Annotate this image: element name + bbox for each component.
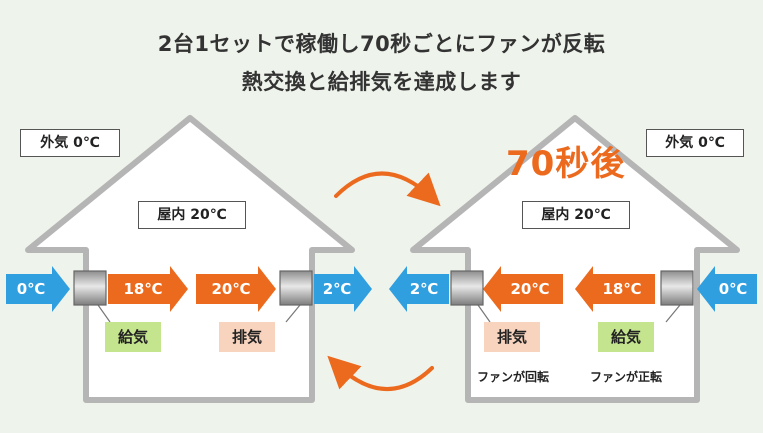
left-exhaust-tag: 排気 xyxy=(219,322,275,352)
cycle-arrow-icon xyxy=(327,355,434,391)
right-arrow-outside-in xyxy=(697,266,757,312)
left-arrow-indoor xyxy=(196,266,276,312)
right-exhaust-tag: 排気 xyxy=(484,322,540,352)
title-line-2: 熱交換と給排気を達成します xyxy=(241,70,522,94)
fan-unit-icon xyxy=(279,270,313,306)
right-flow-temp-3: 18℃ xyxy=(602,280,642,298)
right-indoor-temp-label: 屋内 20℃ xyxy=(522,201,630,229)
cycle-arrow-icon xyxy=(334,171,441,207)
after-70-seconds-label: 70秒後 xyxy=(506,144,626,184)
left-indoor-temp-label: 屋内 20℃ xyxy=(138,201,246,229)
left-arrow-outside-in xyxy=(6,266,70,312)
left-arrow-outside-out xyxy=(314,266,372,312)
right-flow-temp-4: 0℃ xyxy=(718,280,748,298)
right-flow-temp-1: 2℃ xyxy=(409,280,439,298)
left-flow-temp-3: 20℃ xyxy=(211,280,251,298)
left-outside-temp-label: 外気 0℃ xyxy=(20,129,120,157)
right-fan-reverse-caption: ファンが回転 xyxy=(476,370,549,384)
right-supply-tag: 給気 xyxy=(598,322,654,352)
right-arrow-outside-out xyxy=(389,266,449,312)
right-arrow-indoor xyxy=(575,266,655,312)
fan-unit-icon xyxy=(73,270,107,306)
left-arrow-supply xyxy=(108,266,188,312)
left-supply-tag: 給気 xyxy=(105,322,161,352)
left-flow-temp-1: 0℃ xyxy=(16,280,46,298)
right-arrow-exhaust xyxy=(483,266,563,312)
left-flow-temp-4: 2℃ xyxy=(322,280,352,298)
left-house-outline xyxy=(25,115,355,403)
title-line-1: 2台1セットで稼働し70秒ごとにファンが反転 xyxy=(157,32,606,56)
fan-unit-icon xyxy=(660,270,694,306)
right-flow-temp-2: 20℃ xyxy=(510,280,550,298)
left-flow-temp-2: 18℃ xyxy=(123,280,163,298)
fan-unit-icon xyxy=(450,270,484,306)
right-outside-temp-label: 外気 0℃ xyxy=(646,129,744,157)
right-fan-forward-caption: ファンが正転 xyxy=(589,370,662,384)
